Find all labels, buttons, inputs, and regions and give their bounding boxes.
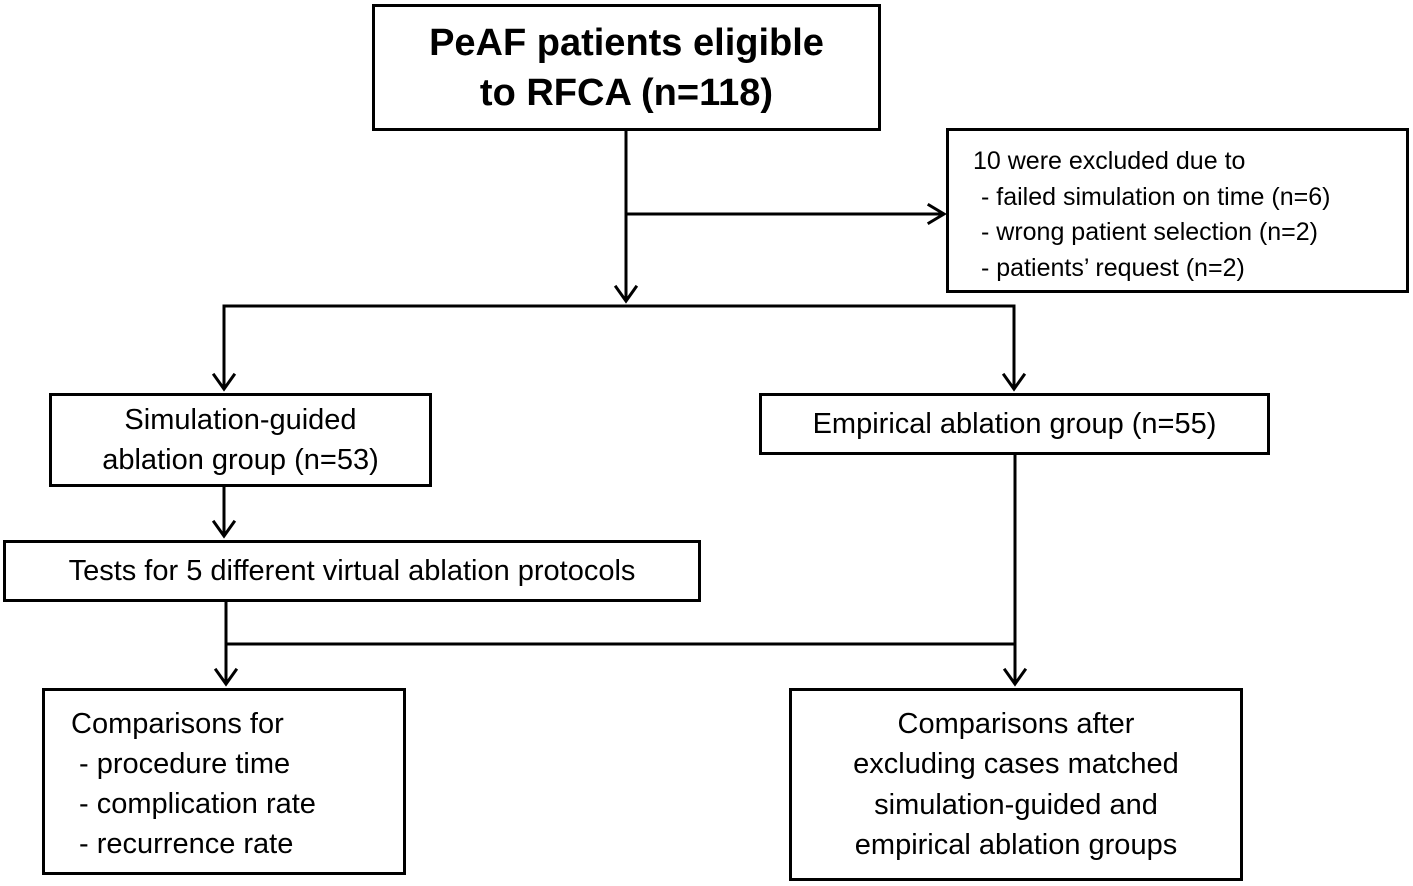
comparisons-after-line: Comparisons after [897,707,1135,740]
comparison-item: - procedure time [79,748,291,780]
eligible-line-2: to RFCA (n=118) [479,71,774,114]
empirical-group-box: Empirical ablation group (n=55) [759,393,1270,455]
sim-to-tests-arrowhead [211,519,237,539]
virtual-ablation-tests-box: Tests for 5 different virtual ablation p… [3,540,701,602]
eligible-patients-box: PeAF patients eligible to RFCA (n=118) [372,4,881,131]
exclusion-heading: 10 were excluded due to [973,147,1246,175]
comparisons-after-line: simulation-guided and [874,788,1158,821]
exclusion-item: - patients’ request (n=2) [981,253,1245,282]
tests-label: Tests for 5 different virtual ablation p… [68,554,636,587]
comparison-item: - complication rate [79,788,316,820]
eligible-line-1: PeAF patients eligible [429,21,824,64]
left-drop-arrowhead [211,372,237,392]
simulation-line-2: ablation group (n=53) [102,444,379,476]
simulation-line-1: Simulation-guided [124,404,357,436]
trunk-arrowhead [613,284,639,304]
comparison-item: - recurrence rate [79,828,294,860]
empirical-label: Empirical ablation group (n=55) [812,407,1217,440]
emp-to-comp-arrowhead [1002,667,1028,687]
exclusion-arrowhead [926,202,947,226]
comparisons-after-line: empirical ablation groups [854,829,1178,861]
exclusion-box: 10 were excluded due to - failed simulat… [946,128,1409,293]
right-drop-arrowhead [1001,372,1027,392]
exclusion-item: - wrong patient selection (n=2) [981,218,1318,246]
comparisons-for-box: Comparisons for - procedure time - compl… [42,688,406,875]
comparisons-after-box: Comparisons after excluding cases matche… [789,688,1243,881]
comparisons-after-line: excluding cases matched [853,748,1179,780]
simulation-guided-group-box: Simulation-guided ablation group (n=53) [49,393,432,487]
tests-to-comp-arrowhead [213,667,239,687]
exclusion-item: - failed simulation on time (n=6) [981,182,1331,211]
comparisons-for-heading: Comparisons for [71,708,284,740]
